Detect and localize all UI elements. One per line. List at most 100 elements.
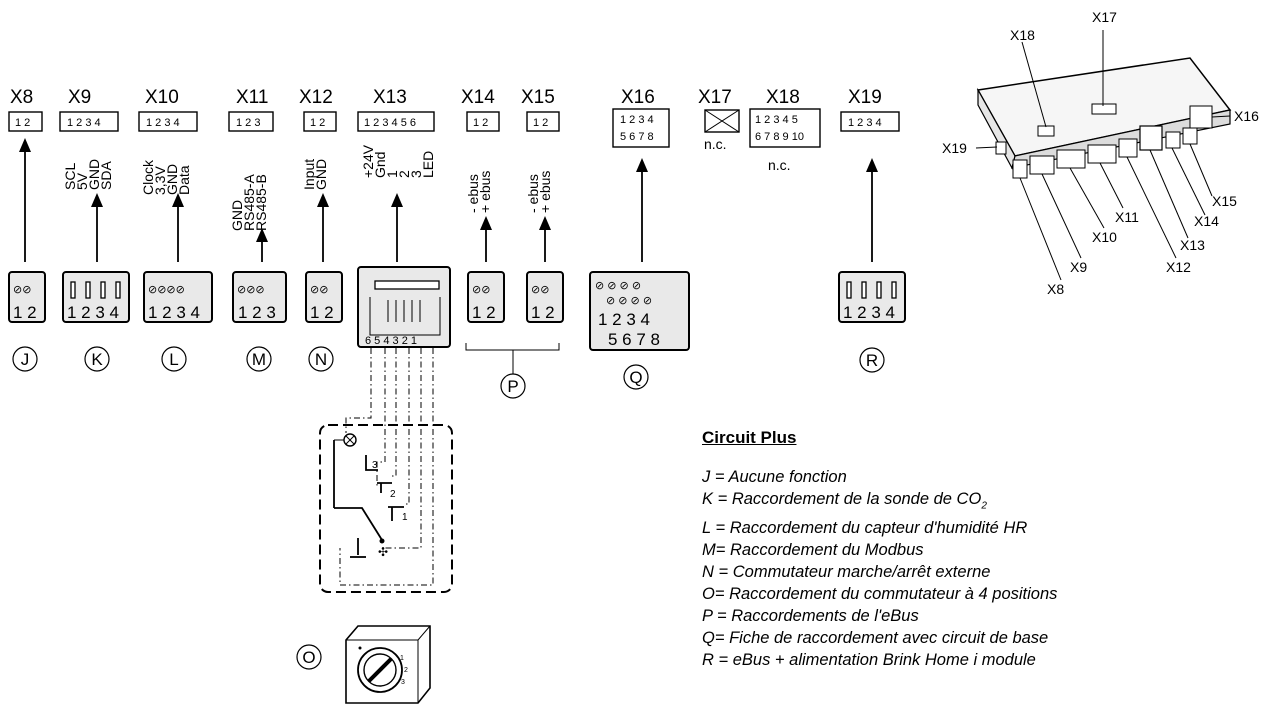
signal-x12-1: Input [301,159,317,190]
terminal-x16: X16 1 2 3 4 5 6 7 8 ⊘ ⊘ ⊘ ⊘ ⊘ ⊘ ⊘ ⊘ 1 2 … [589,87,690,390]
svg-text:⊘⊘: ⊘⊘ [531,284,549,296]
pcb-label-x19: X19 [942,140,967,156]
circle-label-n: N [315,350,327,369]
switch-wiring: 3 2 1 ✣ [319,348,453,593]
header-x17: X17 [698,87,732,108]
pcb-label-x13: X13 [1180,237,1205,253]
pins-x18-row2: 6 7 8 9 10 [755,131,804,143]
terminal-x17: X17 n.c. [698,87,740,152]
rotary-switch-icon: O 1 2 3 [296,625,431,704]
plug-pins-x8: 1 2 [13,303,37,322]
legend-item-k: K = Raccordement de la sonde de CO2 [702,490,987,512]
signal-x11-1: GND [229,200,245,231]
switch-position-3: 3 [372,460,378,471]
legend-item-m: M= Raccordement du Modbus [702,541,924,560]
switch-position-1: 1 [402,512,408,523]
signal-x10-1: Clock [140,159,156,195]
pins-x15: 1 2 [533,117,548,129]
svg-text:⊘⊘: ⊘⊘ [310,284,328,296]
note-x18: n.c. [768,157,791,173]
signal-x15-2: + ebus [537,171,553,213]
pcb-label-x14: X14 [1194,213,1219,229]
plug-pins-x13: 6 5 4 3 2 1 [365,335,417,347]
signal-x10-4: Data [176,165,192,195]
svg-text:⊘ ⊘ ⊘ ⊘: ⊘ ⊘ ⊘ ⊘ [595,280,641,292]
terminal-x15: X15 1 2 - ebus + ebus ⊘⊘ 1 2 [521,87,564,323]
signal-x13-1: +24V [360,144,376,178]
signal-x10-3: GND [164,164,180,195]
legend-item-l: L = Raccordement du capteur d'humidité H… [702,519,1028,538]
circle-label-k: K [91,350,103,369]
signal-x15-1: - ebus [525,174,541,213]
svg-text:2: 2 [404,667,408,674]
legend: Circuit Plus J = Aucune fonction K = Rac… [702,428,1262,671]
pcb-label-x16: X16 [1234,108,1259,124]
plug-pins-x16-row2: 5 6 7 8 [608,330,660,349]
svg-text:1: 1 [400,655,404,662]
plug-pins-x15: 1 2 [531,303,555,322]
terminal-x19: X19 1 2 3 4 1 2 3 4 R [838,87,906,373]
terminal-x10: X10 1 2 3 4 Clock 3,3V GND Data ⊘⊘⊘⊘ 1 2… [138,87,213,372]
signal-x9-2: 5V [74,172,90,190]
header-x16: X16 [621,87,655,108]
legend-item-r: R = eBus + alimentation Brink Home i mod… [702,651,1036,670]
legend-item-q: Q= Fiche de raccordement avec circuit de… [702,629,1049,648]
plug-pins-x19: 1 2 3 4 [843,303,895,322]
terminal-x18: X18 1 2 3 4 5 6 7 8 9 10 n.c. [749,87,821,173]
header-x8: X8 [10,87,33,108]
header-x9: X9 [68,87,91,108]
legend-item-p: P = Raccordements de l'eBus [702,607,919,626]
signal-x9-3: GND [86,159,102,190]
pcb-label-x8: X8 [1047,281,1064,297]
plug-pins-x16-row1: 1 2 3 4 [598,310,650,329]
terminal-x9: X9 1 2 3 4 SCL 5V GND SDA 1 2 3 4 K [59,87,130,372]
signal-x10-2: 3,3V [152,166,168,195]
circle-label-l: L [169,350,178,369]
header-x10: X10 [145,87,179,108]
legend-item-j: J = Aucune fonction [702,468,847,486]
terminal-x11: X11 1 2 3 GND RS485-A RS485-B ⊘⊘⊘ 1 2 3 … [228,87,287,372]
svg-text:⊘⊘⊘⊘: ⊘⊘⊘⊘ [148,284,185,296]
circle-label-o: O [302,648,315,667]
pcb-label-x10: X10 [1092,229,1117,245]
header-x19: X19 [848,87,882,108]
terminal-x14: X14 1 2 - ebus + ebus ⊘⊘ 1 2 [461,87,505,323]
plug-pins-x12: 1 2 [310,303,334,322]
pcb-label-x15: X15 [1212,193,1237,209]
svg-text:⊘⊘⊘: ⊘⊘⊘ [237,284,265,296]
plug-pins-x10: 1 2 3 4 [148,303,200,322]
signal-x14-1: - ebus [465,174,481,213]
circle-label-j: J [21,350,30,369]
pcb-label-x17: X17 [1092,9,1117,25]
signal-x13-3: 1 [384,170,400,178]
circle-label-r: R [866,351,878,370]
pins-x18-row1: 1 2 3 4 5 [755,114,798,126]
pins-x9: 1 2 3 4 [67,117,101,129]
switch-position-2: 2 [390,489,396,500]
svg-text:✣: ✣ [378,545,388,559]
pins-x16-row2: 5 6 7 8 [620,131,654,143]
pins-x14: 1 2 [473,117,488,129]
header-x13: X13 [373,87,407,108]
svg-text:3: 3 [401,679,405,686]
p-bracket: P [465,343,560,399]
pcb-label-x11: X11 [1115,209,1139,225]
header-x14: X14 [461,87,495,108]
signal-x13-2: Gnd [372,152,388,178]
plug-pins-x11: 1 2 3 [238,303,276,322]
pcb-label-x12: X12 [1166,259,1191,275]
note-x17: n.c. [704,136,727,152]
signal-x13-5: 3 [408,170,424,178]
plug-pins-x14: 1 2 [472,303,496,322]
pcb-illustration: X17 X18 X16 X19 X15 X14 X13 X12 X11 X10 … [942,9,1259,297]
circle-label-q: Q [629,368,642,387]
pins-x13: 1 2 3 4 5 6 [364,117,416,129]
header-x15: X15 [521,87,555,108]
svg-text:⊘ ⊘ ⊘ ⊘: ⊘ ⊘ ⊘ ⊘ [606,295,652,307]
signal-x11-2: RS485-A [241,174,257,231]
pins-x12: 1 2 [310,117,325,129]
plug-pins-x9: 1 2 3 4 [67,303,119,322]
svg-text:⊘⊘: ⊘⊘ [472,284,490,296]
pcb-label-x9: X9 [1070,259,1087,275]
